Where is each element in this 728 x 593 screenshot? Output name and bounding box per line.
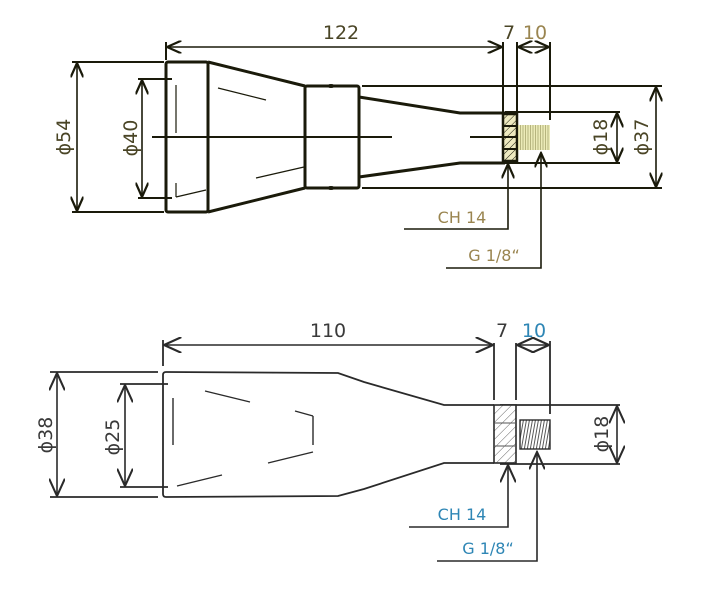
bottom-extension-lines bbox=[50, 340, 620, 498]
top-drawing: 122 7 10 ϕ54 ϕ40 ϕ18 ϕ37 CH 14 G 1/8“ bbox=[53, 22, 662, 269]
top-leader-thread bbox=[446, 153, 541, 269]
top-thread bbox=[518, 125, 550, 150]
top-collar-bump bbox=[327, 84, 335, 88]
bottom-hex-label: CH 14 bbox=[438, 505, 487, 524]
bottom-thread-length-label: 10 bbox=[522, 320, 546, 342]
top-outer-diameter-label: ϕ54 bbox=[53, 119, 75, 156]
bottom-hex-nut bbox=[493, 404, 517, 464]
top-leader-hex bbox=[404, 164, 508, 230]
top-collar-bump bbox=[327, 186, 335, 190]
bottom-body-front-edge bbox=[162, 371, 167, 498]
bottom-drawing: 110 7 10 ϕ38 ϕ25 ϕ18 CH 14 G 1/8“ bbox=[35, 320, 620, 562]
bottom-body-top-edge bbox=[165, 371, 494, 406]
bottom-body-bottom-edge bbox=[165, 462, 494, 498]
top-hidden-lines bbox=[175, 85, 305, 198]
top-hex-length-label: 7 bbox=[503, 22, 515, 44]
top-tip-diameter-label: ϕ18 bbox=[590, 119, 612, 156]
bottom-length-label: 110 bbox=[310, 320, 346, 342]
top-extension-lines bbox=[72, 42, 662, 213]
bottom-leader-thread bbox=[437, 452, 537, 562]
top-thread-length-label: 10 bbox=[523, 22, 547, 44]
bottom-leader-hex bbox=[409, 465, 508, 528]
top-hex-label: CH 14 bbox=[438, 208, 487, 227]
bottom-hidden-lines bbox=[172, 390, 314, 487]
top-length-label: 122 bbox=[323, 22, 359, 44]
bottom-tip-diameter-label: ϕ18 bbox=[591, 416, 613, 453]
bottom-thread-label: G 1/8“ bbox=[462, 539, 514, 558]
top-thread-label: G 1/8“ bbox=[468, 246, 520, 265]
bottom-hex-length-label: 7 bbox=[496, 320, 508, 342]
bottom-outer-diameter-label: ϕ38 bbox=[35, 417, 57, 454]
top-inner-diameter-label: ϕ40 bbox=[120, 120, 142, 157]
top-collar-diameter-label: ϕ37 bbox=[631, 119, 653, 156]
bottom-inner-diameter-label: ϕ25 bbox=[102, 419, 124, 456]
bottom-thread bbox=[519, 419, 551, 450]
